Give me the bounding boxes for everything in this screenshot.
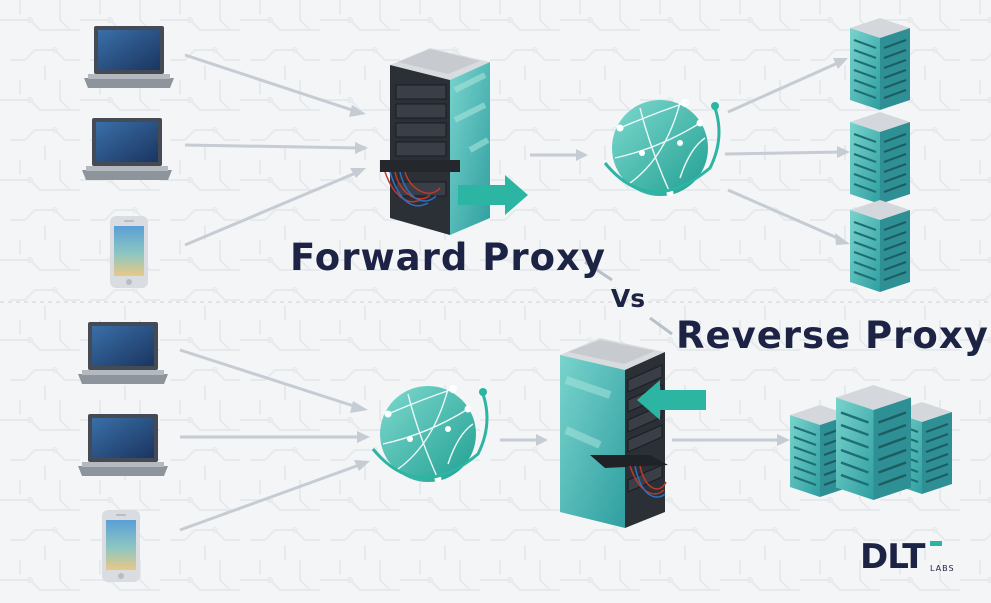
server-icon [849, 199, 911, 293]
forward-proxy-title: Forward Proxy [290, 236, 606, 279]
reverse-proxy-title: Reverse Proxy [676, 314, 989, 357]
server-rack-icon [560, 338, 668, 528]
server-icon [849, 17, 911, 111]
laptop-icon [78, 322, 168, 384]
arrow-right-icon [458, 175, 528, 215]
laptop-icon [84, 26, 174, 88]
logo-accent-bar [930, 541, 942, 546]
smartphone-icon [102, 510, 140, 582]
dlt-labs-logo: DLT LABS [860, 538, 960, 578]
smartphone-icon [110, 216, 148, 288]
arrow-left-icon [637, 380, 706, 420]
server-icon [849, 111, 911, 205]
laptop-icon [82, 118, 172, 180]
vs-label: Vs [610, 284, 646, 313]
server-rack-icon [380, 48, 490, 235]
logo-text: DLT [860, 537, 925, 577]
logo-subtext: LABS [930, 564, 955, 573]
laptop-icon [78, 414, 168, 476]
